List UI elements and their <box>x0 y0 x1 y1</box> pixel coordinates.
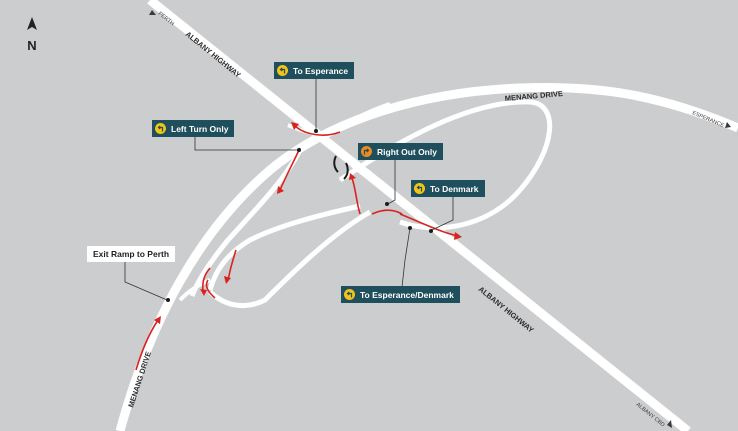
turn-left-sign-icon <box>344 289 355 300</box>
leader-dot <box>314 129 318 133</box>
callout-to-esperance: To Esperance <box>274 62 355 79</box>
callout-label: Exit Ramp to Perth <box>93 249 170 259</box>
left-turn-link <box>189 148 303 297</box>
menang-drive <box>115 83 738 431</box>
turn-right-sign-icon <box>361 146 372 157</box>
arrow-menang-north <box>135 319 159 371</box>
callout-exit-ramp-to-perth: Exit Ramp to Perth <box>87 246 176 262</box>
turn-left-sign-icon <box>277 65 288 76</box>
leader-dot <box>385 202 389 206</box>
esperance-arrow-icon <box>725 122 731 128</box>
arrowhead <box>224 276 231 284</box>
arrow-left-turn <box>279 147 301 191</box>
turn-left-sign-icon <box>155 123 166 134</box>
leader-right-out <box>387 160 396 205</box>
leader-dots <box>166 129 433 302</box>
leader-dot <box>408 226 412 230</box>
arrow-right-out <box>351 177 361 215</box>
label-albany-highway-upper: ALBANY HIGHWAY <box>184 30 243 80</box>
callout-label: Right Out Only <box>377 146 437 157</box>
leader-esperance-denmark <box>401 227 411 288</box>
label-albany-highway-lower: ALBANY HIGHWAY <box>477 285 536 335</box>
arrowhead <box>154 316 161 324</box>
callout-right-out-only: Right Out Only <box>358 143 443 160</box>
turn-left-sign-icon <box>414 183 425 194</box>
arrow-to-esperance <box>294 125 341 136</box>
west-loop <box>208 209 372 309</box>
arrowhead <box>277 186 284 194</box>
arrowhead <box>291 122 299 130</box>
loop-ramp <box>338 99 553 231</box>
callout-label: Left Turn Only <box>171 123 229 134</box>
arrow-heads <box>154 122 462 324</box>
north-arrow-icon <box>27 17 37 30</box>
callout-to-esperance-denmark: To Esperance/Denmark <box>341 286 460 303</box>
leader-dot <box>429 229 433 233</box>
leader-left-turn <box>194 137 298 151</box>
callout-to-denmark: To Denmark <box>411 180 485 197</box>
north-indicator: N <box>22 16 42 53</box>
bridge-mark-right <box>343 162 349 180</box>
perth-arrow-icon <box>149 10 156 15</box>
callout-label: To Esperance/Denmark <box>360 289 454 300</box>
albany-cbd-arrow-icon <box>667 420 672 428</box>
albany-highway <box>147 0 691 431</box>
arrowhead <box>200 289 207 296</box>
arrowhead <box>454 232 462 240</box>
callout-label: To Esperance <box>293 65 349 76</box>
leader-exit-ramp <box>124 262 168 301</box>
arrow-denmark-b <box>399 213 459 237</box>
leader-dot <box>297 148 301 152</box>
arrow-west-c <box>205 279 216 299</box>
bridge-mark-left <box>333 155 339 173</box>
north-letter: N <box>27 38 37 53</box>
traffic-arrows <box>135 125 459 371</box>
leader-dot <box>166 298 170 302</box>
west-connector <box>207 203 361 291</box>
callout-label: To Denmark <box>430 183 479 194</box>
leader-to-denmark <box>431 195 454 231</box>
leader-lines <box>124 78 454 301</box>
callout-left-turn-only: Left Turn Only <box>152 120 235 137</box>
arrow-denmark-a <box>371 209 403 215</box>
arrowhead <box>349 173 356 180</box>
